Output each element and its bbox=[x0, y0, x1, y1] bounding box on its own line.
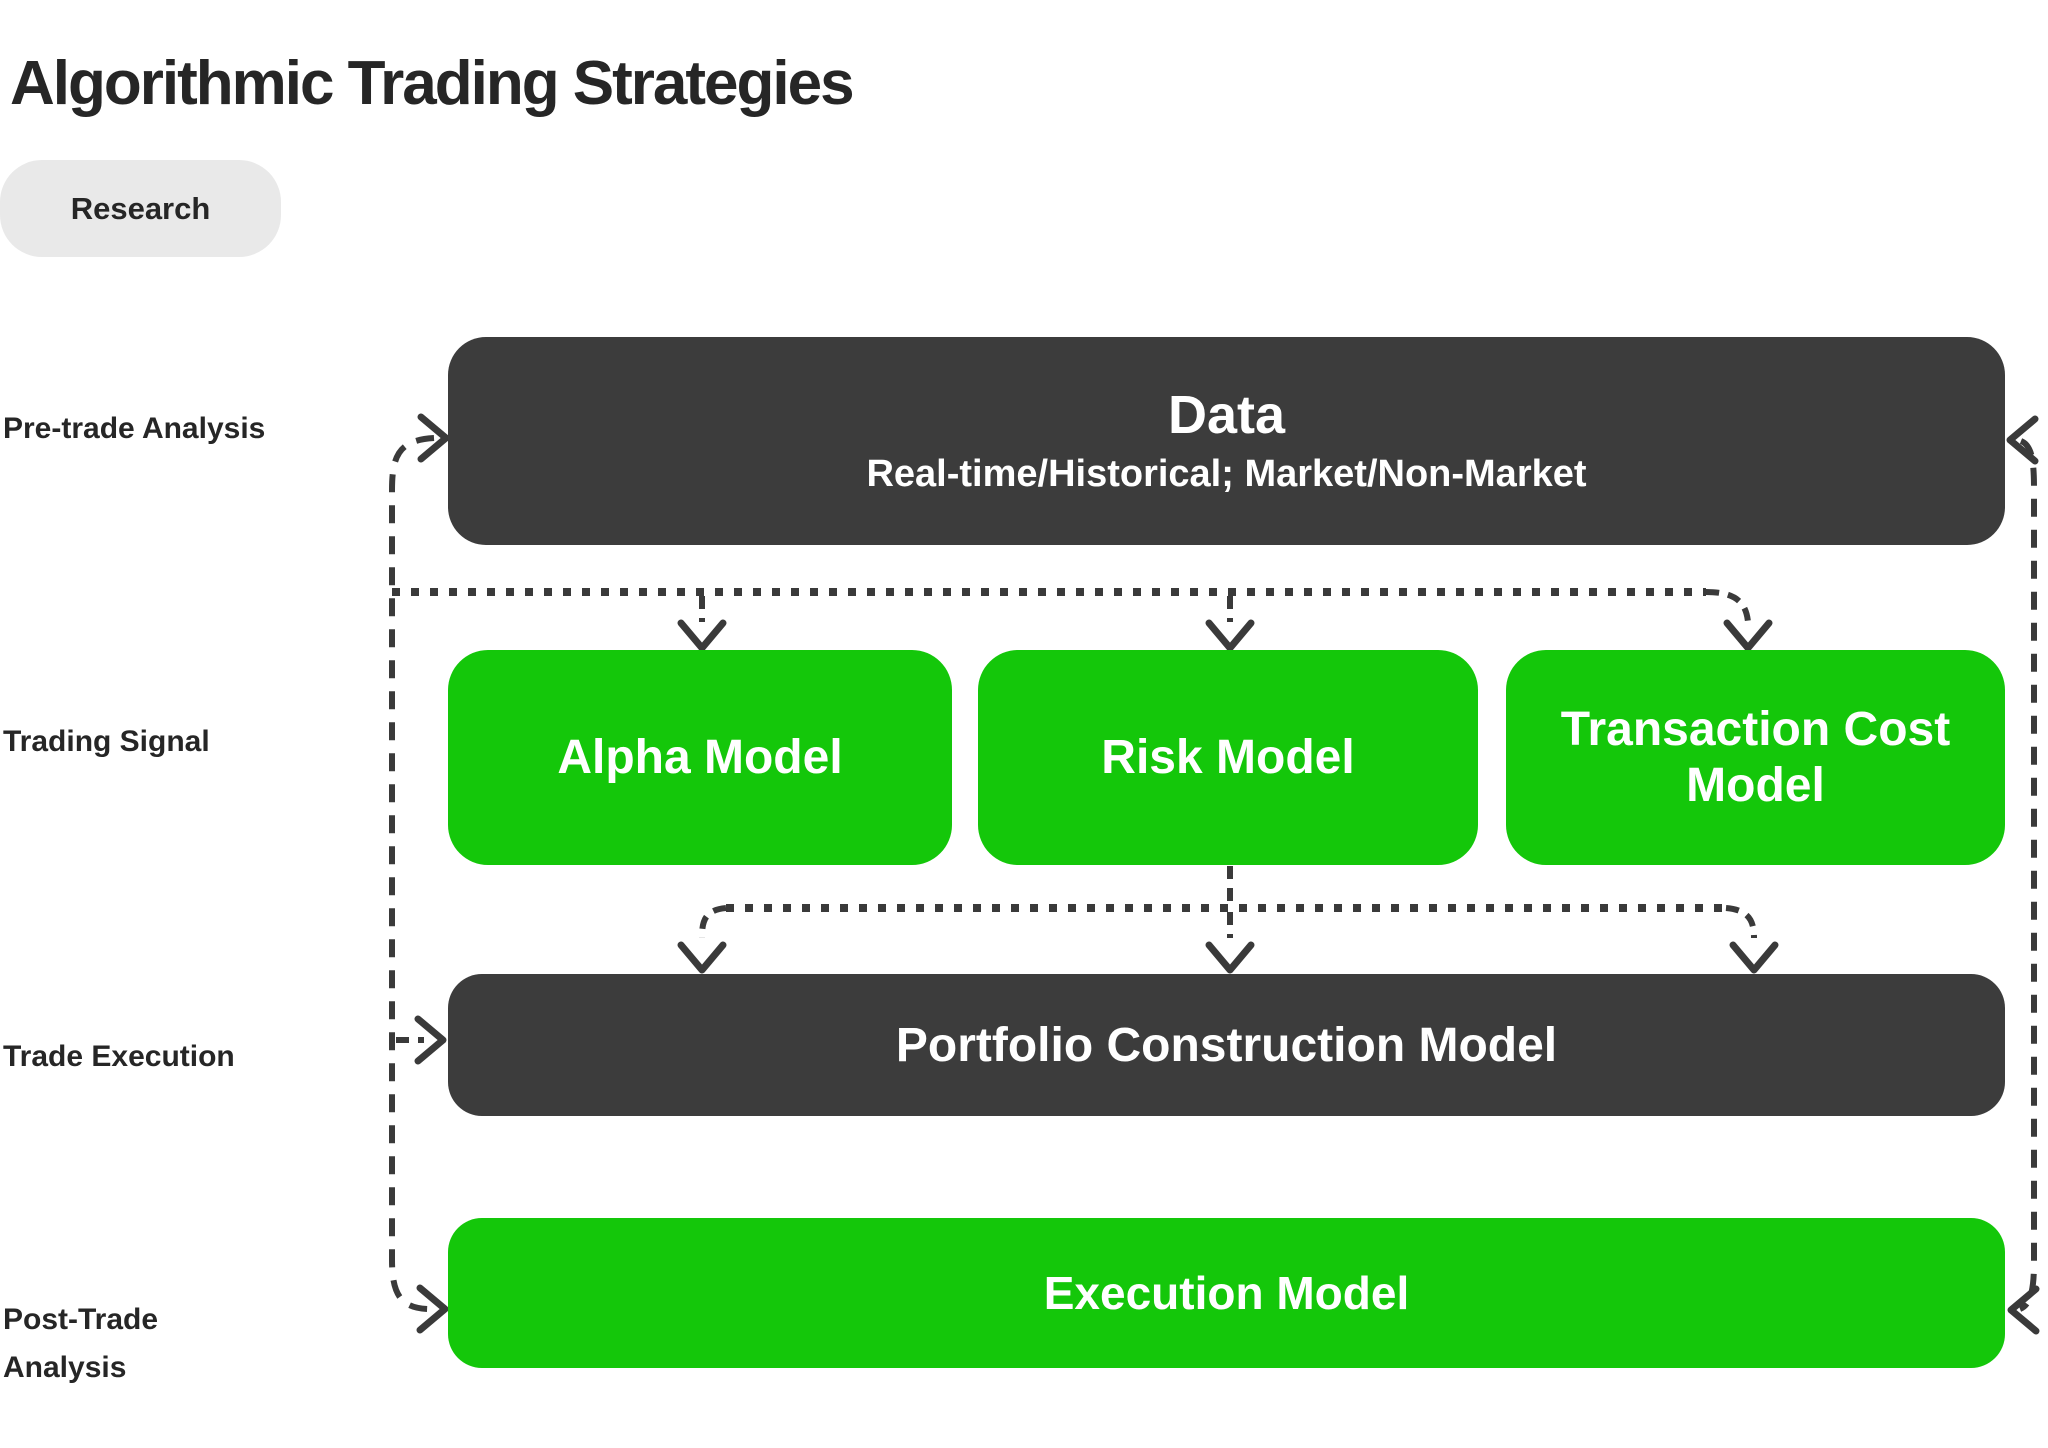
connector-data-to-models bbox=[392, 588, 1773, 652]
research-badge: Research bbox=[0, 160, 281, 257]
arrow-head-into-execution-right bbox=[2007, 1285, 2040, 1335]
arrow-head-portfolio-1 bbox=[677, 941, 727, 974]
node-data-subtitle: Real-time/Historical; Market/Non-Market bbox=[866, 453, 1587, 495]
node-portfolio-construction-model-label: Portfolio Construction Model bbox=[895, 1018, 1558, 1072]
page-title: Algorithmic Trading Strategies bbox=[10, 49, 855, 118]
row-label-pre-trade-analysis: Pre-trade Analysis bbox=[3, 412, 266, 445]
node-transaction-cost-model: Transaction Cost Model bbox=[1506, 650, 2005, 865]
node-transaction-cost-model-label: Transaction Cost Model bbox=[1560, 702, 1951, 812]
row-label-trading-signal: Trading Signal bbox=[3, 725, 210, 758]
arrow-head-into-risk bbox=[1205, 619, 1255, 652]
arrow-head-into-alpha bbox=[677, 619, 727, 652]
row-label-post-trade-analysis: Post-Trade Analysis bbox=[3, 1303, 159, 1384]
node-risk-model-label: Risk Model bbox=[1101, 730, 1355, 784]
arrow-head-into-portfolio-left bbox=[414, 1015, 447, 1065]
arrow-head-into-data-right bbox=[2006, 415, 2039, 465]
connector-right-loop bbox=[2006, 415, 2040, 1335]
arrow-head-portfolio-3 bbox=[1729, 941, 1779, 974]
arrow-head-portfolio-2 bbox=[1205, 941, 1255, 974]
node-alpha-model-label: Alpha Model bbox=[557, 730, 843, 784]
node-alpha-model: Alpha Model bbox=[448, 650, 952, 865]
arrow-head-into-data-left bbox=[417, 413, 450, 463]
node-execution-model-label: Execution Model bbox=[1043, 1267, 1410, 1319]
arrow-head-into-tcost bbox=[1723, 619, 1773, 652]
node-portfolio-construction-model: Portfolio Construction Model bbox=[448, 974, 2005, 1116]
node-data-title: Data bbox=[1167, 385, 1286, 445]
arrow-head-into-execution-left bbox=[416, 1284, 449, 1334]
row-label-trade-execution: Trade Execution bbox=[3, 1040, 235, 1073]
connector-left-loop bbox=[389, 413, 450, 1334]
node-data: Data Real-time/Historical; Market/Non-Ma… bbox=[448, 337, 2005, 545]
research-badge-label: Research bbox=[70, 190, 211, 226]
node-execution-model: Execution Model bbox=[448, 1218, 2005, 1368]
connector-models-to-portfolio bbox=[677, 866, 1779, 974]
node-risk-model: Risk Model bbox=[978, 650, 1478, 865]
